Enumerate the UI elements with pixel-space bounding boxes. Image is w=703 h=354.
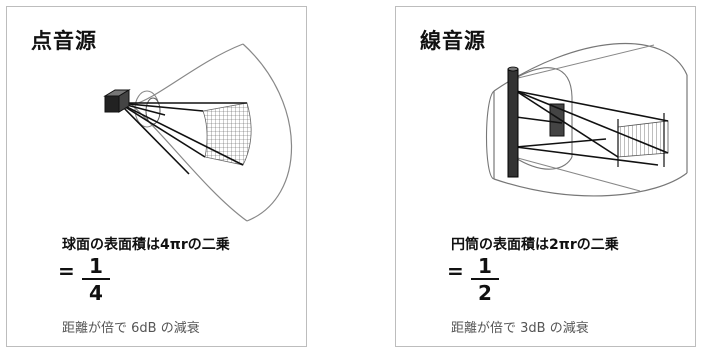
point-source-diagram <box>103 43 293 222</box>
fraction-numerator: 1 <box>89 254 103 278</box>
point-source-attenuation: 距離が倍で 6dB の減衰 <box>62 321 200 336</box>
equals-sign: = <box>447 259 464 283</box>
line-source-attenuation: 距離が倍で 3dB の減衰 <box>451 321 589 336</box>
fraction-one-half: 1 2 <box>471 255 499 304</box>
line-source-title: 線音源 <box>420 29 486 53</box>
line-source-diagram <box>486 42 688 197</box>
equals-sign: = <box>58 259 75 283</box>
point-source-panel: 点音源 球面の表面積は4πrの二乗 = 1 <box>6 6 307 347</box>
fraction-denominator: 4 <box>89 281 103 305</box>
line-source-description: 円筒の表面積は2πrの二乗 <box>451 237 619 253</box>
fraction-bar <box>471 278 499 280</box>
point-source-description: 球面の表面積は4πrの二乗 <box>62 237 230 253</box>
fraction-numerator: 1 <box>478 254 492 278</box>
fraction-one-quarter: 1 4 <box>82 255 110 304</box>
fraction-bar <box>82 278 110 280</box>
line-source-panel: 線音源 <box>395 6 696 347</box>
point-source-title: 点音源 <box>31 29 97 53</box>
fraction-denominator: 2 <box>478 281 492 305</box>
